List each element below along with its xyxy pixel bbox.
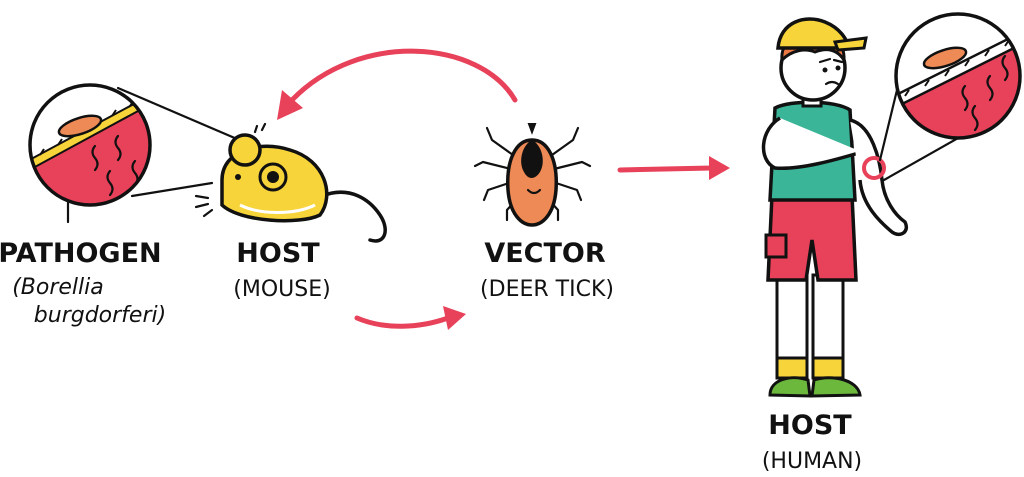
host-human-sub: (HUMAN) <box>762 449 862 474</box>
host-mouse-title: HOST <box>236 238 320 269</box>
human-figure <box>761 17 908 398</box>
pathogen-sub-line1: (Borellia <box>12 275 104 300</box>
arrow-mouse-to-vector <box>354 306 466 330</box>
arrow-vector-to-human <box>617 156 730 180</box>
mouse-icon <box>194 122 387 243</box>
pathogen-magnifier <box>28 83 260 224</box>
pathogen-sub-line2: burgdorferi) <box>34 303 166 328</box>
host-mouse-sub: (MOUSE) <box>233 277 330 302</box>
skin-magnifier-right <box>878 12 1022 182</box>
vector-sub: (DEER TICK) <box>480 277 614 302</box>
arrow-vector-to-mouse <box>277 48 518 120</box>
vector-title: VECTOR <box>484 238 606 269</box>
host-human-title: HOST <box>768 410 852 441</box>
tick-icon <box>473 123 592 227</box>
pathogen-title: PATHOGEN <box>0 238 162 269</box>
